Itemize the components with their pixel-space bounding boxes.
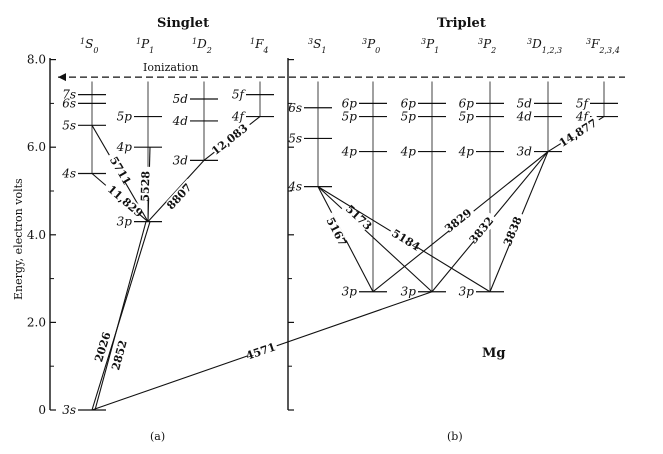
level-label: 6s (288, 101, 302, 115)
level-label: 3d (517, 145, 533, 159)
transition-line (317, 186, 433, 293)
level-label: 5d (517, 96, 533, 110)
wavelength-label-bg (210, 119, 253, 157)
wavelength-label-bg (95, 327, 116, 361)
wavelength-label: 5528 (139, 171, 153, 202)
transition-line (94, 221, 147, 411)
y-tick-label: 2.0 (27, 315, 46, 329)
element-label: Mg (482, 346, 505, 361)
singlet-title: Singlet (157, 16, 209, 31)
wavelength-label: 3829 (442, 206, 474, 235)
caption-b: (b) (447, 430, 463, 443)
ionization-arrow-icon (58, 73, 66, 82)
level-label: 5s (288, 131, 302, 145)
level-label: 6p (342, 96, 358, 110)
term-3P1: 3P1 (421, 37, 439, 55)
y-tick-label: 6.0 (27, 140, 46, 154)
wavelength-label: 3838 (501, 214, 525, 248)
level-label: 4p (458, 145, 475, 159)
term-1S0: 1S0 (80, 37, 98, 55)
ionization-label: Ionization (143, 61, 199, 74)
level-label: 4s (61, 166, 76, 180)
wavelength-label-bg (112, 335, 132, 369)
wavelength-label-bg (244, 339, 279, 361)
level-label: 3p (459, 285, 475, 299)
level-label: 6p (401, 96, 417, 110)
level-label: 4p (400, 145, 417, 159)
y-axis-ticks: 0 2.0 4.0 6.0 8.0 (27, 53, 294, 417)
y-tick-label: 8.0 (27, 53, 46, 67)
term-3P2: 3P2 (478, 37, 496, 55)
wavelength-label-bg (341, 200, 373, 231)
wavelength-label: 5184 (389, 227, 422, 254)
term-1P1: 1P1 (136, 37, 154, 55)
wavelength-label: 3832 (467, 214, 497, 246)
y-tick-label: 0 (38, 403, 46, 417)
level-label: 6s (62, 96, 76, 110)
term-3F234: 3F2,3,4 (586, 37, 620, 55)
level-label: 5p (401, 110, 417, 124)
caption-a: (a) (150, 430, 165, 443)
wavelength-label-bg (443, 204, 476, 234)
wavelength-label-bg (141, 166, 155, 199)
wavelength-label: 4571 (244, 340, 277, 362)
y-axis-label: Energy, electron volts (12, 178, 25, 300)
y-tick-label: 4.0 (27, 228, 46, 242)
level-label: 5p (117, 110, 133, 124)
level-label: 4p (116, 140, 133, 154)
level-label: 4f (231, 110, 247, 124)
term-3D123: 3D1,2,3 (527, 37, 562, 55)
level-label: 5f (232, 88, 247, 102)
wavelength-label-bg (102, 180, 145, 219)
level-label: 3s (62, 403, 76, 417)
term-3S1: 3S1 (308, 37, 326, 55)
wavelength-label-bg (105, 151, 132, 185)
level-label: 5p (342, 110, 358, 124)
wavelength-label-bg (557, 114, 602, 149)
level-label: 5p (459, 110, 475, 124)
wavelength-label-bg (321, 212, 347, 246)
level-label: 3p (342, 285, 358, 299)
term-1F4: 1F4 (250, 37, 269, 55)
wavelength-label-bg (503, 211, 527, 245)
wavelength-label: 8807 (164, 181, 194, 212)
level-label: 4s (287, 180, 302, 194)
level-label: 3p (401, 285, 417, 299)
wavelength-label-bg (468, 212, 498, 244)
wavelength-label: 12,083 (209, 122, 250, 158)
triplet-title: Triplet (437, 16, 486, 31)
level-label: 3d (173, 153, 189, 167)
level-label: 5f (576, 96, 591, 110)
level-label: 4p (341, 145, 358, 159)
wavelength-label: 5167 (323, 215, 349, 248)
level-label: 3p (117, 215, 133, 229)
wavelength-label-bg (166, 178, 197, 210)
level-label: 7s (62, 88, 76, 102)
level-label: 6p (459, 96, 475, 110)
level-label: 4d (516, 110, 533, 124)
term-1D2: 1D2 (192, 37, 212, 55)
wavelength-label-bg (388, 225, 421, 252)
term-3P0: 3P0 (362, 37, 380, 55)
level-label: 4d (172, 114, 189, 128)
level-label: 5s (62, 118, 76, 132)
transition-line (147, 159, 205, 223)
level-label: 5d (173, 92, 189, 106)
energy-levels: 3s4s5s6s7s3p4p5p3d4d5d4f5f4s5s6s3p4p5p6p… (61, 81, 618, 417)
